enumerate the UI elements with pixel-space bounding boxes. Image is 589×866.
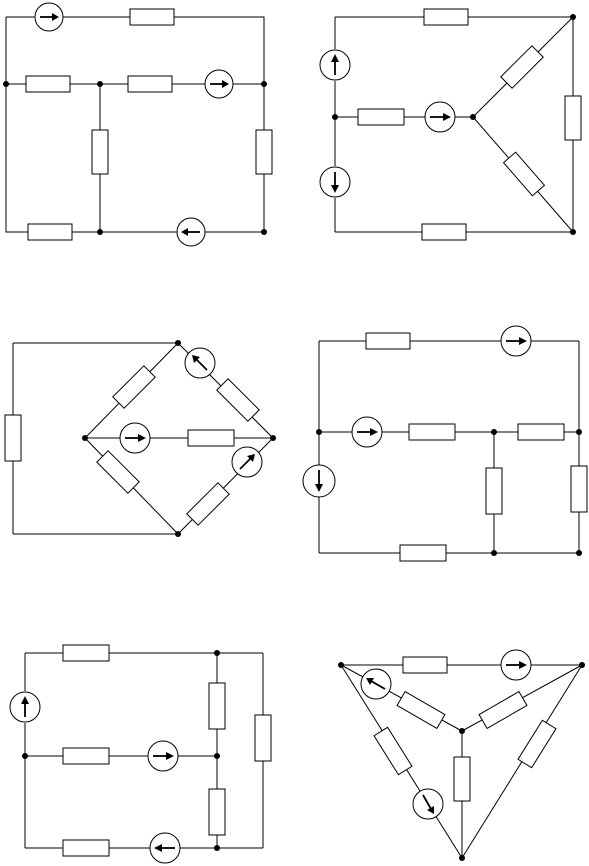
resistor <box>517 423 565 441</box>
resistor <box>500 45 544 89</box>
voltage-source <box>351 416 383 448</box>
resistor <box>62 839 110 857</box>
voltage-source <box>500 649 532 681</box>
voltage-source <box>319 166 351 198</box>
voltage-source <box>147 740 179 772</box>
voltage-source <box>412 788 444 820</box>
circuit-3 <box>4 340 276 537</box>
resistor <box>254 714 272 762</box>
voltage-source <box>119 422 151 454</box>
junction-node <box>470 114 476 120</box>
circuit-5-wires <box>24 652 264 849</box>
junction-node <box>175 531 181 537</box>
resistor <box>423 8 469 26</box>
circuit-4 <box>302 325 588 562</box>
voltage-source <box>184 347 216 379</box>
voltage-source <box>176 217 206 247</box>
circuit-1 <box>3 2 273 247</box>
resistor <box>27 223 73 241</box>
resistor <box>129 8 175 26</box>
resistor <box>4 414 22 462</box>
voltage-source <box>302 464 336 498</box>
resistor <box>357 108 405 126</box>
circuit-4-wires <box>318 340 580 554</box>
junction-node <box>175 340 181 346</box>
resistor <box>112 365 156 409</box>
resistor <box>564 95 582 141</box>
resistor <box>453 756 471 802</box>
voltage-source <box>360 668 392 700</box>
voltage-source <box>424 101 456 133</box>
junction-node <box>3 81 9 87</box>
resistor <box>402 656 448 674</box>
voltage-source <box>149 832 181 864</box>
junction-node <box>491 429 497 435</box>
junction-node <box>214 753 220 759</box>
junction-node <box>82 435 88 441</box>
resistor <box>517 719 557 769</box>
junction-node <box>270 435 276 441</box>
voltage-source <box>34 2 64 32</box>
voltage-source <box>9 691 41 723</box>
junction-node <box>576 429 582 435</box>
resistor <box>91 129 109 175</box>
resistor <box>396 690 446 730</box>
resistor <box>127 75 173 93</box>
junction-node <box>316 429 322 435</box>
resistor <box>399 544 447 562</box>
resistor <box>408 423 456 441</box>
circuit-2 <box>319 8 582 241</box>
junction-node <box>97 229 103 235</box>
circuit-5 <box>9 644 272 864</box>
voltage-source <box>500 325 532 357</box>
junction-node <box>579 662 585 668</box>
junction-node <box>570 14 576 20</box>
junction-node <box>338 662 344 668</box>
resistor <box>25 75 71 93</box>
resistor <box>478 690 528 730</box>
junction-node <box>332 114 338 120</box>
junction-node <box>97 81 103 87</box>
junction-node <box>491 550 497 556</box>
resistor <box>255 129 273 175</box>
resistor <box>502 151 546 197</box>
resistor <box>96 450 140 494</box>
junction-node <box>261 81 267 87</box>
junction-node <box>459 728 465 734</box>
voltage-source <box>319 49 351 81</box>
resistor <box>365 332 411 350</box>
resistor <box>62 747 110 765</box>
resistor <box>216 378 260 422</box>
resistor <box>208 788 226 836</box>
circuit-6 <box>338 649 585 861</box>
voltage-source <box>204 69 234 99</box>
circuit-1-wires <box>5 16 265 233</box>
voltage-source <box>231 446 263 478</box>
resistor <box>373 726 413 776</box>
resistor <box>421 223 467 241</box>
resistor <box>570 465 588 513</box>
junction-node <box>570 229 576 235</box>
resistor <box>186 482 230 526</box>
resistor <box>208 682 226 730</box>
junction-node <box>576 550 582 556</box>
resistor <box>485 467 503 515</box>
resistor <box>62 644 110 662</box>
junction-node <box>22 753 28 759</box>
resistor <box>187 429 235 447</box>
junction-node <box>261 229 267 235</box>
junction-node <box>214 650 220 656</box>
junction-node <box>459 855 465 861</box>
junction-node <box>214 845 220 851</box>
